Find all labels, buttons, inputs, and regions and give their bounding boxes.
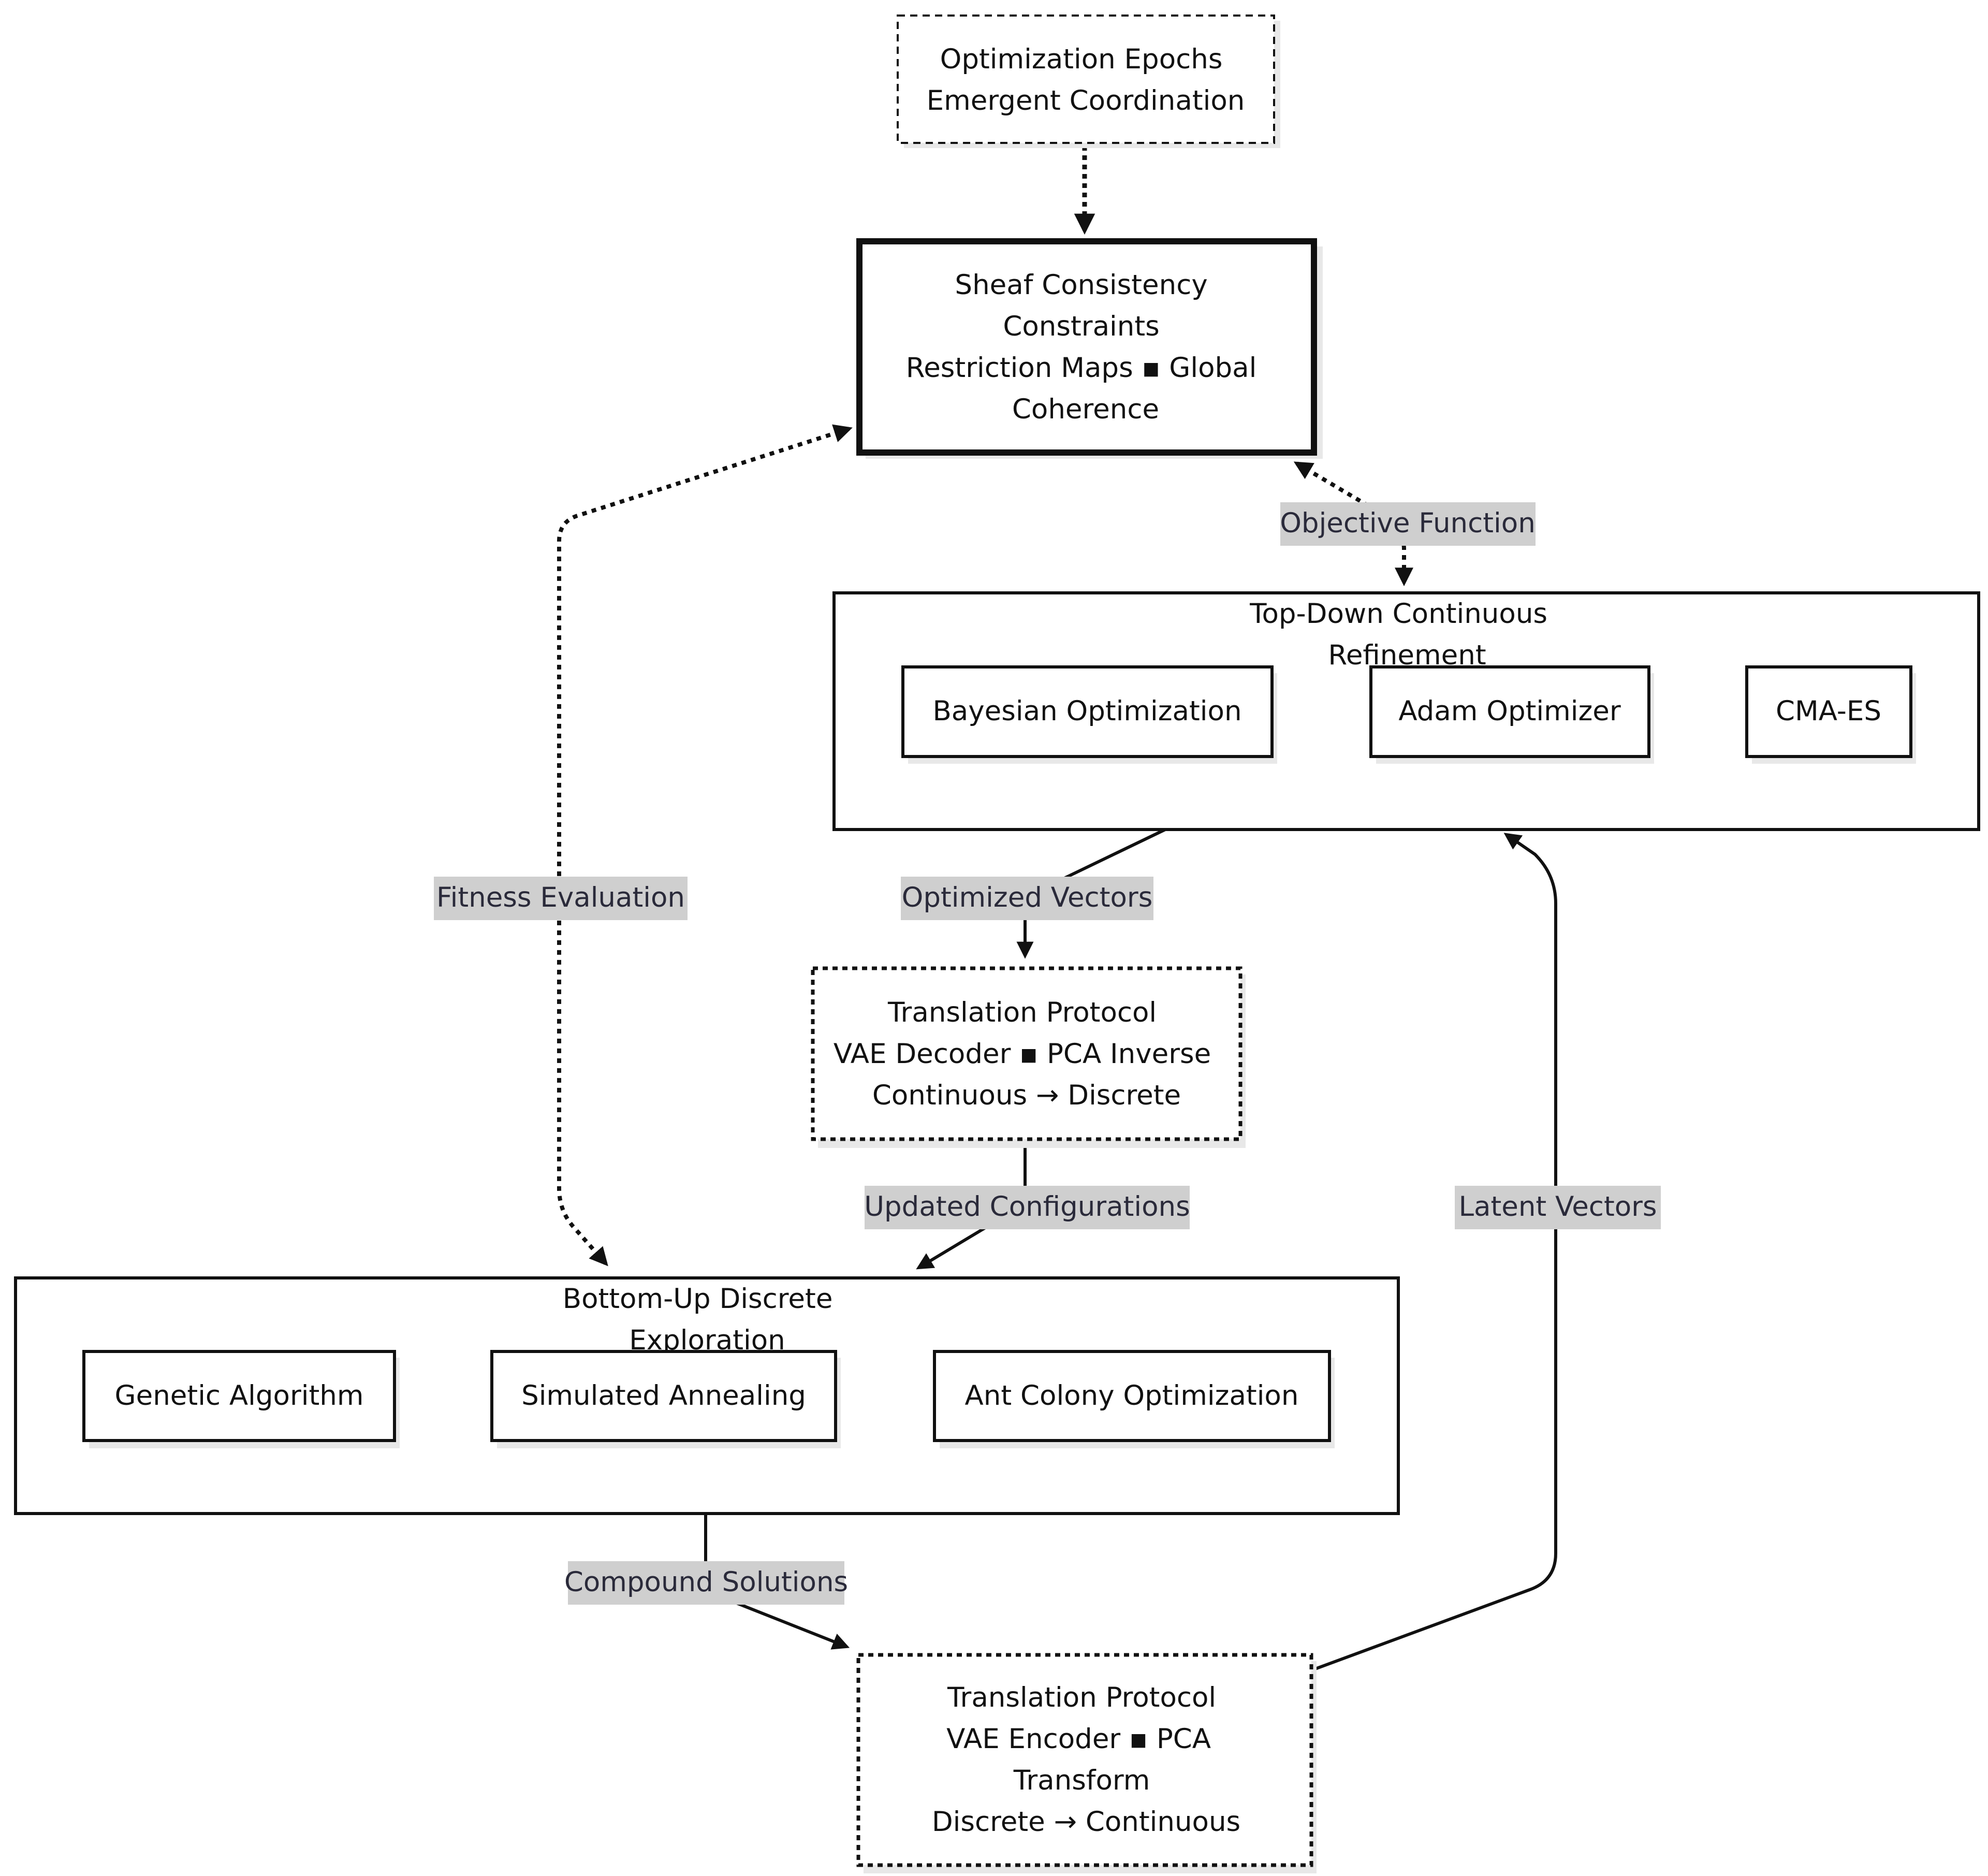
genetic-algorithm-label: Genetic Algorithm bbox=[115, 1380, 364, 1412]
sheaf-line-2: Constraints bbox=[1003, 311, 1159, 342]
node-optimization-epochs[interactable]: Optimization Epochs Emergent Coordinatio… bbox=[897, 14, 1280, 148]
edge-latent-vectors bbox=[1311, 833, 1557, 1671]
svg-text:Translation Protocol VAE: Translation Protocol VAE Encoder ▪ PCA T… bbox=[932, 1682, 1240, 1838]
ant-colony-optimization-label: Ant Colony Optimization bbox=[965, 1380, 1299, 1412]
edge-objective-function bbox=[1293, 461, 1413, 587]
node-translation-protocol-decode[interactable]: Translation Protocol VAE Decoder ▪ PCA I… bbox=[811, 966, 1246, 1148]
epochs-line-2: Emergent Coordination bbox=[927, 85, 1245, 117]
translation-encode-line-3: Transform bbox=[1013, 1765, 1150, 1796]
translation-decode-line-1: Translation Protocol bbox=[887, 997, 1157, 1028]
translation-encode-line-1: Translation Protocol bbox=[947, 1682, 1216, 1713]
bottom-up-title-line-1: Bottom-Up Discrete bbox=[563, 1283, 833, 1315]
node-ant-colony-optimization[interactable]: Ant Colony Optimization bbox=[933, 1350, 1335, 1448]
optimized-vectors-text: Optimized Vectors bbox=[902, 882, 1153, 913]
translation-encode-line-4: Discrete → Continuous bbox=[932, 1806, 1240, 1838]
label-compound-solutions: Compound Solutions bbox=[564, 1561, 848, 1605]
node-simulated-annealing[interactable]: Simulated Annealing bbox=[490, 1350, 841, 1448]
sheaf-line-4: Coherence bbox=[1012, 394, 1159, 425]
adam-optimizer-label: Adam Optimizer bbox=[1398, 695, 1621, 727]
node-sheaf-consistency[interactable]: Sheaf Consistency Constraints Restrictio… bbox=[856, 238, 1323, 459]
group-top-down-refinement: Top-Down Continuous Refinement Bayesian … bbox=[832, 591, 1980, 831]
simulated-annealing-label: Simulated Annealing bbox=[521, 1380, 806, 1412]
top-down-title-line-1: Top-Down Continuous bbox=[1249, 598, 1547, 630]
group-bottom-up-exploration: Bottom-Up Discrete Exploration Genetic A… bbox=[14, 1276, 1400, 1515]
bayesian-optimization-label: Bayesian Optimization bbox=[932, 695, 1241, 727]
svg-text:Sheaf Consistency Constr: Sheaf Consistency Constraints Restrictio… bbox=[906, 269, 1265, 425]
edge-fitness-evaluation bbox=[557, 424, 853, 1267]
node-bayesian-optimization[interactable]: Bayesian Optimization bbox=[901, 665, 1277, 764]
latent-vectors-text: Latent Vectors bbox=[1458, 1191, 1657, 1223]
svg-text:Translation Protocol VAE: Translation Protocol VAE Decoder ▪ PCA I… bbox=[834, 997, 1220, 1111]
translation-decode-line-3: Continuous → Discrete bbox=[872, 1080, 1181, 1111]
edge-labels-layer: Objective Function Fitness Evaluation Op… bbox=[434, 502, 1661, 1605]
sheaf-line-1: Sheaf Consistency bbox=[955, 269, 1207, 301]
node-cma-es[interactable]: CMA-ES bbox=[1745, 665, 1916, 764]
node-translation-protocol-encode[interactable]: Translation Protocol VAE Encoder ▪ PCA T… bbox=[856, 1653, 1317, 1873]
label-latent-vectors: Latent Vectors bbox=[1455, 1186, 1661, 1229]
objective-function-text: Objective Function bbox=[1280, 507, 1536, 539]
node-adam-optimizer[interactable]: Adam Optimizer bbox=[1369, 665, 1654, 764]
label-objective-function: Objective Function bbox=[1280, 502, 1536, 546]
cma-es-label: CMA-ES bbox=[1776, 695, 1881, 727]
updated-configurations-text: Updated Configurations bbox=[864, 1191, 1190, 1223]
epochs-line-1: Optimization Epochs bbox=[940, 43, 1223, 75]
svg-text:Top-Down Continuous Refi: Top-Down Continuous Refinement bbox=[1249, 598, 1556, 671]
node-genetic-algorithm[interactable]: Genetic Algorithm bbox=[82, 1350, 400, 1448]
svg-text:Optimization Epochs Emer: Optimization Epochs Emergent Coordinatio… bbox=[927, 43, 1245, 117]
label-optimized-vectors: Optimized Vectors bbox=[901, 877, 1153, 920]
sheaf-line-3: Restriction Maps ▪ Global bbox=[906, 352, 1257, 384]
compound-solutions-text: Compound Solutions bbox=[564, 1566, 848, 1598]
fitness-evaluation-text: Fitness Evaluation bbox=[436, 882, 685, 913]
label-updated-configurations: Updated Configurations bbox=[864, 1186, 1190, 1229]
translation-encode-line-2: VAE Encoder ▪ PCA bbox=[946, 1723, 1211, 1755]
translation-decode-line-2: VAE Decoder ▪ PCA Inverse bbox=[834, 1038, 1211, 1070]
label-fitness-evaluation: Fitness Evaluation bbox=[434, 877, 688, 920]
